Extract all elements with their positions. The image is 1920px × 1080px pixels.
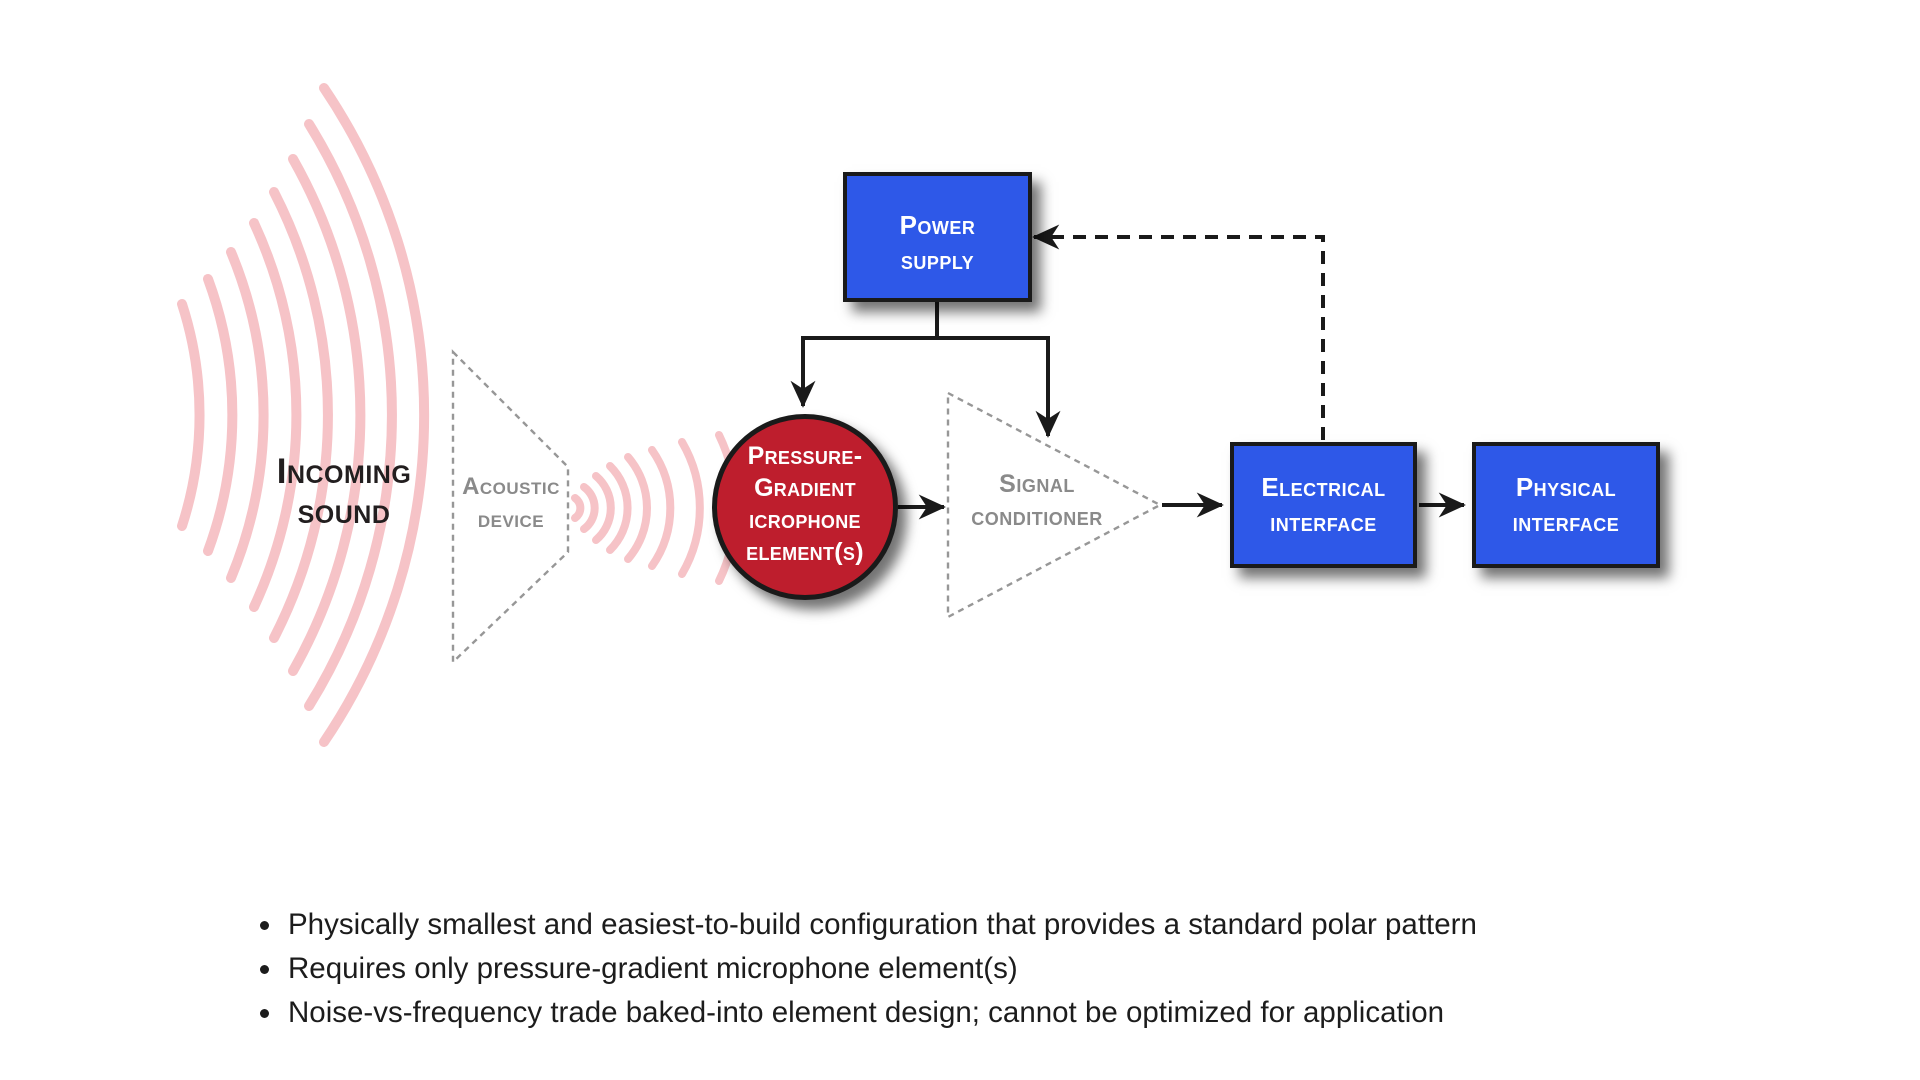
mic-element-label: Pressure- Gradient icrophone element(s)	[746, 442, 864, 566]
list-item: Physically smallest and easiest-to-build…	[284, 903, 1764, 947]
incoming-sound-label: Incoming sound	[276, 452, 412, 531]
acoustic-device-label: Acoustic device	[462, 473, 560, 533]
list-item: Noise-vs-frequency trade baked-into elem…	[284, 991, 1764, 1035]
physical-interface-node: Physical interface	[1472, 442, 1660, 568]
list-item: Requires only pressure-gradient micropho…	[284, 947, 1764, 991]
signal-flow-arrows	[790, 302, 1466, 520]
signal-conditioner-label: Signal conditioner	[971, 470, 1103, 531]
electrical-interface-node: Electrical interface	[1230, 442, 1417, 568]
power-supply-node: Power supply	[843, 172, 1032, 302]
acoustic-device-outline	[451, 349, 570, 665]
notes-list: Physically smallest and easiest-to-build…	[252, 903, 1764, 1035]
mic-element-node: Pressure- Gradient icrophone element(s)	[712, 414, 898, 600]
arrow-electrical-to-power-dashed	[1032, 224, 1325, 440]
incoming-sound-waves-icon	[177, 83, 430, 747]
